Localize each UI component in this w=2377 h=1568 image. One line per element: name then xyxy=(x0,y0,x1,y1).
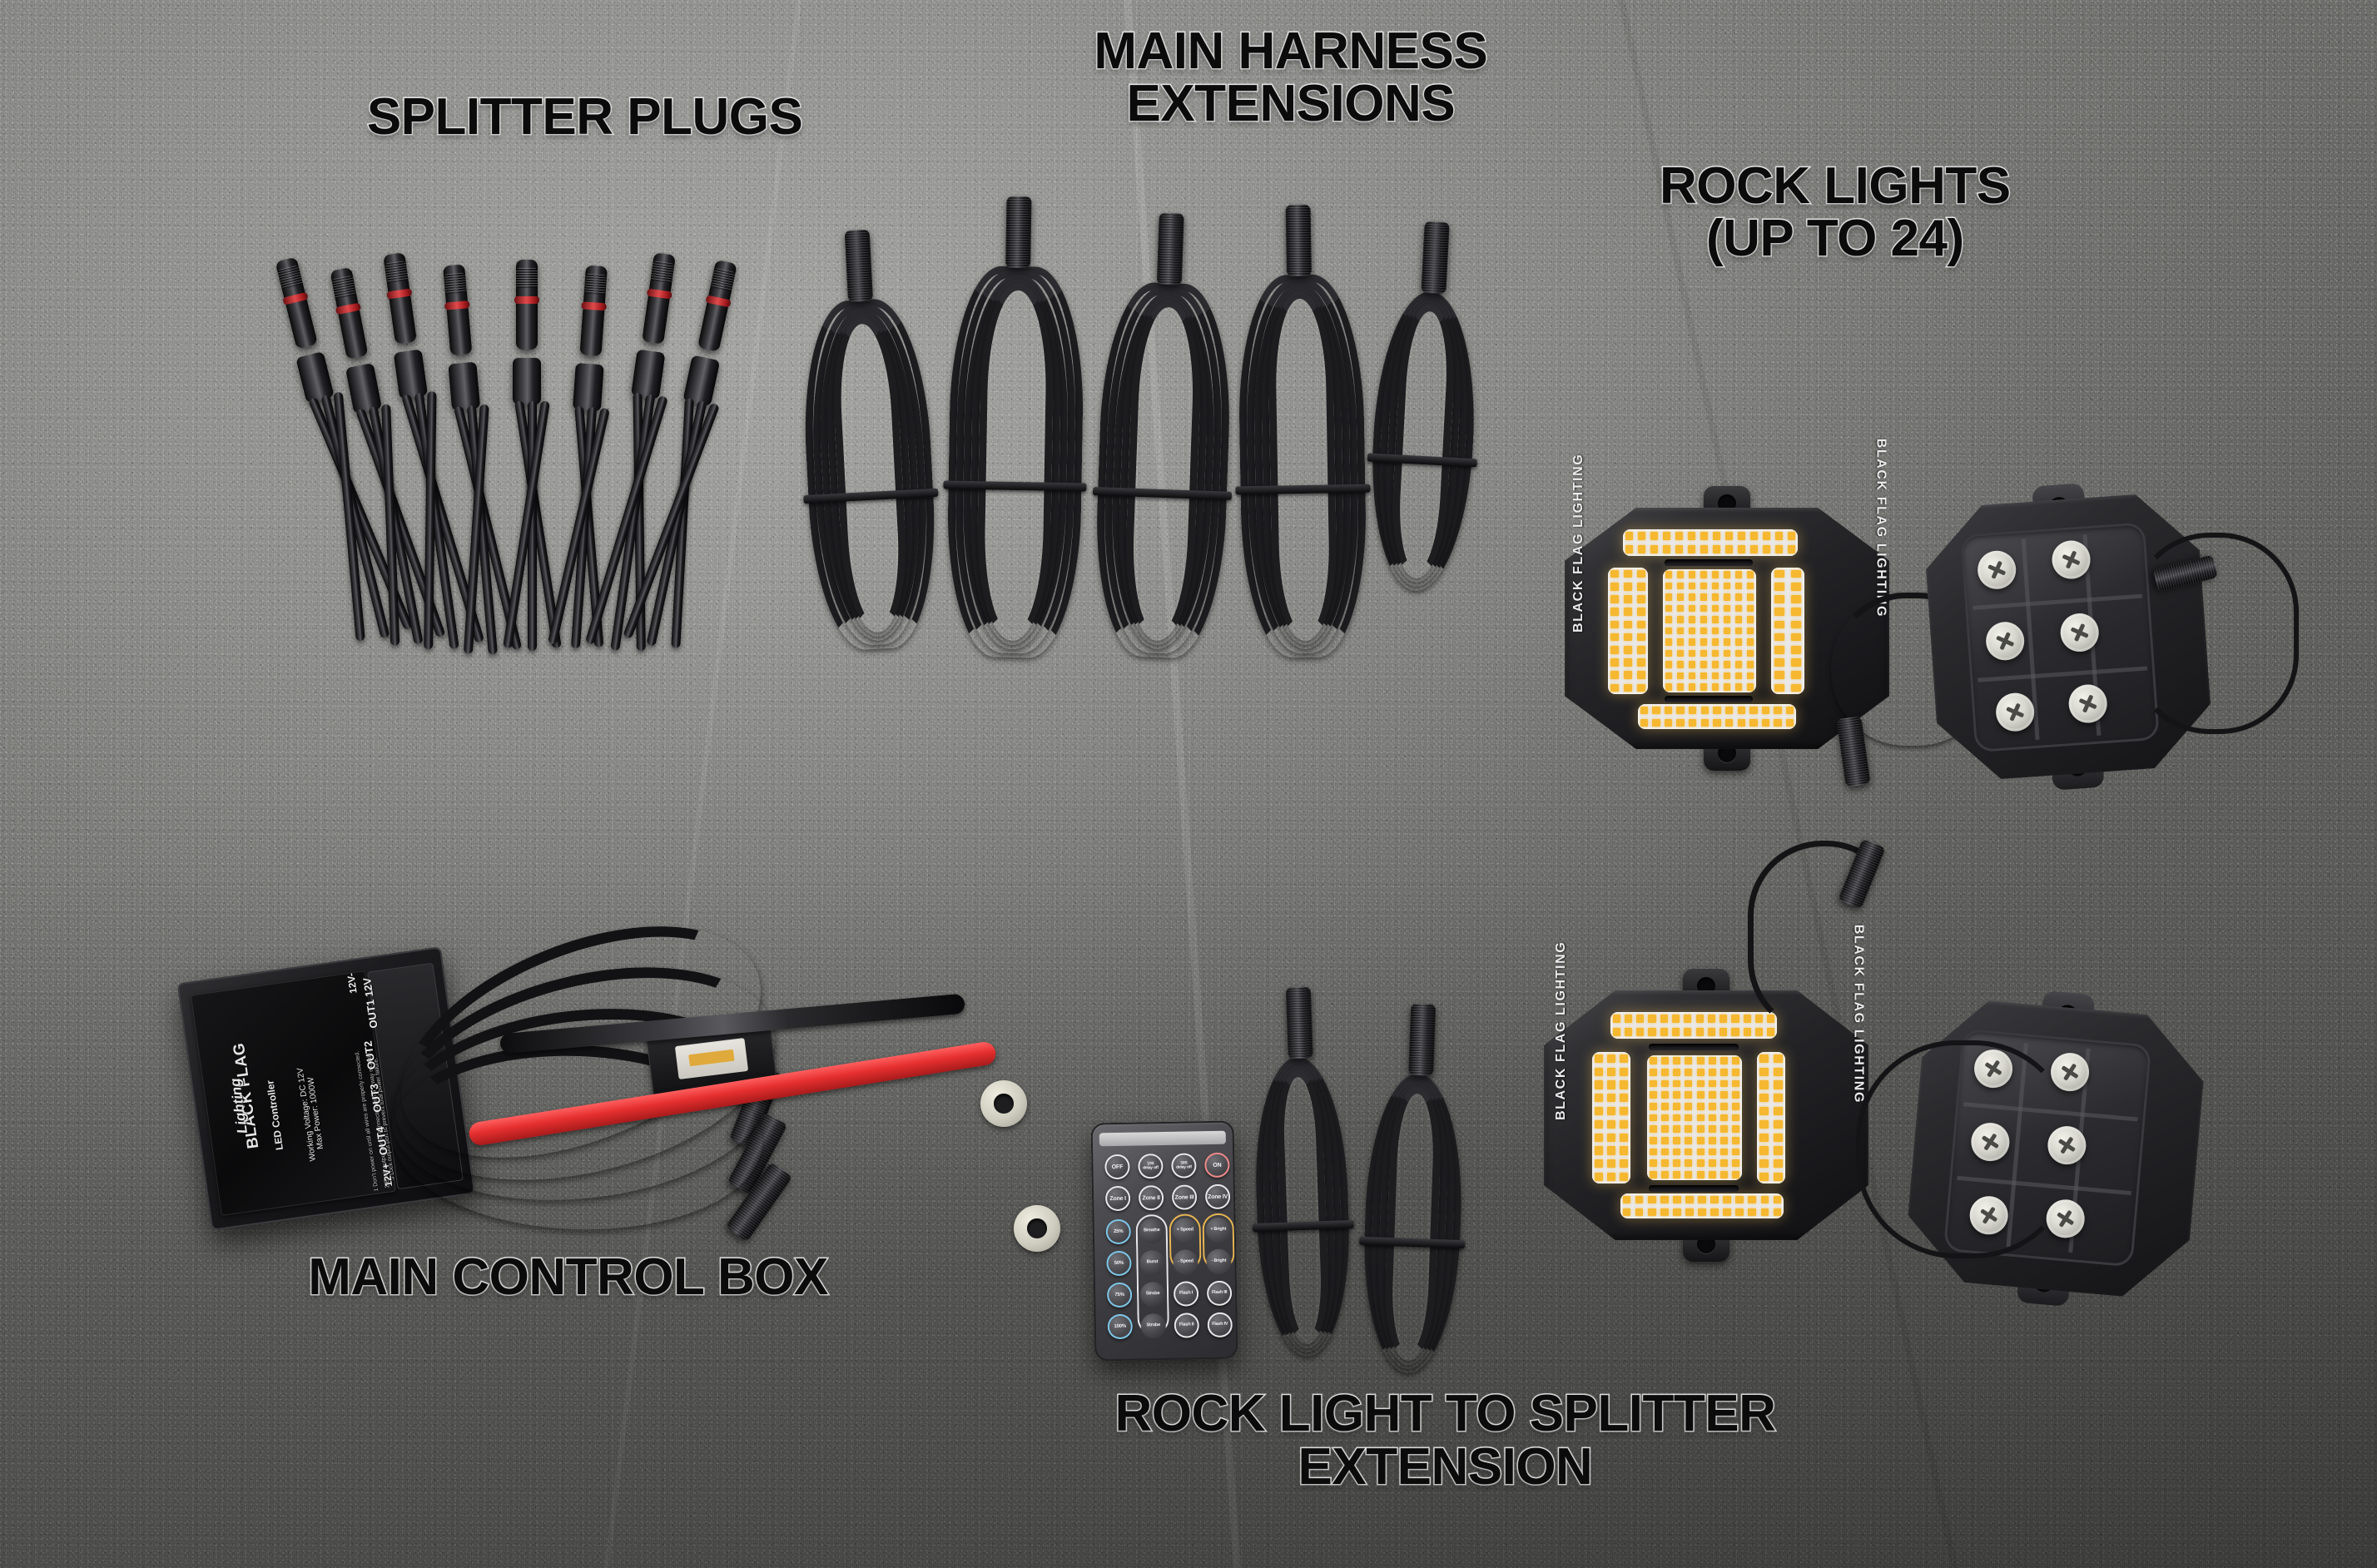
harness-connector xyxy=(1421,221,1450,295)
label-splitter-plugs: SPLITTER PLUGS xyxy=(365,88,804,146)
harness-connector xyxy=(1005,196,1032,269)
label-rock-lights: ROCK LIGHTS (UP TO 24) xyxy=(1659,157,2012,268)
remote-button-zone-iii[interactable]: Zone III xyxy=(1171,1184,1198,1210)
rock-light-to-splitter-coil xyxy=(1359,1003,1466,1375)
label-rock-to-splitter: ROCK LIGHT TO SPLITTER EXTENSION xyxy=(1114,1385,1777,1496)
housing-slot-upper xyxy=(1649,1044,1739,1050)
remote-button-100[interactable]: 100% xyxy=(1107,1313,1134,1340)
harness-connector xyxy=(1156,212,1184,285)
connector-knurl xyxy=(650,261,675,284)
remote-button-flash-iii[interactable]: Flash III xyxy=(1206,1280,1233,1307)
harness-connector xyxy=(844,229,874,303)
led-strip-right xyxy=(1757,1052,1785,1183)
remote-button-on[interactable]: ON xyxy=(1204,1152,1230,1178)
harness-connector xyxy=(1285,986,1313,1059)
cable-loop xyxy=(975,282,1055,642)
splitter-body xyxy=(345,362,383,414)
main-harness-extensions-group xyxy=(798,196,1498,940)
rock-light-to-splitter-coil xyxy=(1251,986,1354,1358)
led-grid-center xyxy=(1647,1055,1742,1180)
connector-knurl xyxy=(384,261,409,284)
harness-connector xyxy=(1408,1003,1437,1076)
remote-button-bright[interactable]: - Bright xyxy=(1206,1248,1232,1275)
main-harness-extension-coil xyxy=(943,196,1087,659)
remote-button-zone-iv[interactable]: Zone IV xyxy=(1204,1183,1231,1210)
ring-terminal-negative xyxy=(980,1080,1027,1127)
rock-light-pigtail-bottom xyxy=(1715,841,1906,1035)
rock-light-to-splitter-extensions-group xyxy=(1248,957,1515,1423)
splitter-body xyxy=(631,349,666,399)
splitter-body xyxy=(513,358,541,404)
connector-knurl xyxy=(710,267,736,292)
connector-o-ring xyxy=(514,296,539,304)
device-type: LED Controller xyxy=(264,1079,285,1151)
remote-button-50[interactable]: 50% xyxy=(1106,1250,1132,1277)
cable-loop xyxy=(1267,290,1338,642)
remote-button-strobe[interactable]: Strobe xyxy=(1140,1312,1167,1339)
led-strip-top xyxy=(1610,1012,1777,1039)
bracket-rib-h1 xyxy=(1973,594,2143,611)
led-strip-left xyxy=(1608,568,1648,694)
main-harness-extension-coil xyxy=(1365,221,1481,593)
splitter-body xyxy=(393,349,429,399)
remote-button-off[interactable]: OFF xyxy=(1104,1154,1130,1180)
remote-button-flash-ii[interactable]: Flash II xyxy=(1174,1312,1200,1338)
rf-remote-control[interactable]: OFF 10S delay off 30S delay off ON Zone I Zon… xyxy=(1090,1120,1238,1362)
connector-knurl xyxy=(583,273,608,295)
led-strip-top xyxy=(1623,529,1798,556)
housing-slot-lower xyxy=(1649,1185,1739,1192)
main-harness-extension-coil xyxy=(798,229,941,653)
remote-button-10s-delay-off[interactable]: 10S delay off xyxy=(1138,1154,1164,1179)
led-strip-right xyxy=(1771,568,1804,694)
connector-knurl xyxy=(443,272,467,295)
splitter-body xyxy=(572,363,604,412)
splitter-plug xyxy=(503,260,562,676)
main-harness-extension-coil xyxy=(1092,212,1234,660)
remote-button-zone-ii[interactable]: Zone II xyxy=(1138,1185,1164,1211)
splitter-output-leg xyxy=(528,401,537,651)
led-strip-left xyxy=(1592,1052,1630,1183)
remote-button-zone-i[interactable]: Zone I xyxy=(1104,1185,1131,1212)
rock-light-back-pigtail-top xyxy=(2131,533,2330,749)
main-harness-extension-coil xyxy=(1235,204,1371,659)
led-grid-center xyxy=(1663,569,1756,692)
harness-connector xyxy=(1285,204,1313,277)
housing-slot-lower xyxy=(1665,696,1753,702)
remote-button-speed[interactable]: - Speed xyxy=(1173,1249,1198,1275)
remote-button-25[interactable]: 25% xyxy=(1105,1218,1132,1245)
label-main-harness: MAIN HARNESS EXTENSIONS xyxy=(1093,22,1489,133)
connector-knurl xyxy=(331,275,357,300)
remote-button-75[interactable]: 75% xyxy=(1106,1282,1133,1308)
rock-light-back-pigtail-bottom xyxy=(1856,1040,2089,1282)
rock-light-face-top: BLACK FLAG LIGHTING BLACK FLAG LIGHTING xyxy=(1565,439,1889,771)
remote-button-30s-delay-off[interactable]: 30S delay off xyxy=(1171,1153,1197,1178)
led-strip-bottom xyxy=(1638,704,1796,729)
housing-slot-upper xyxy=(1665,559,1753,566)
splitter-plugs-group xyxy=(250,250,866,949)
splitter-male-connector xyxy=(516,260,538,350)
remote-button-flash-iv[interactable]: Flash IV xyxy=(1207,1312,1233,1338)
rock-light-brand-left: BLACK FLAG LIGHTING xyxy=(1554,940,1568,1120)
fuse-window xyxy=(674,1037,749,1080)
remote-button-flash-i[interactable]: Flash I xyxy=(1173,1281,1199,1307)
bracket-rib-h2 xyxy=(1978,666,2148,682)
rock-light-brand-left: BLACK FLAG LIGHTING xyxy=(1571,453,1585,633)
label-main-control-box: MAIN CONTROL BOX xyxy=(307,1248,830,1307)
splitter-body xyxy=(448,361,481,411)
led-strip-bottom xyxy=(1620,1193,1784,1218)
ring-terminal-positive xyxy=(1014,1205,1060,1252)
connector-knurl xyxy=(516,268,538,288)
